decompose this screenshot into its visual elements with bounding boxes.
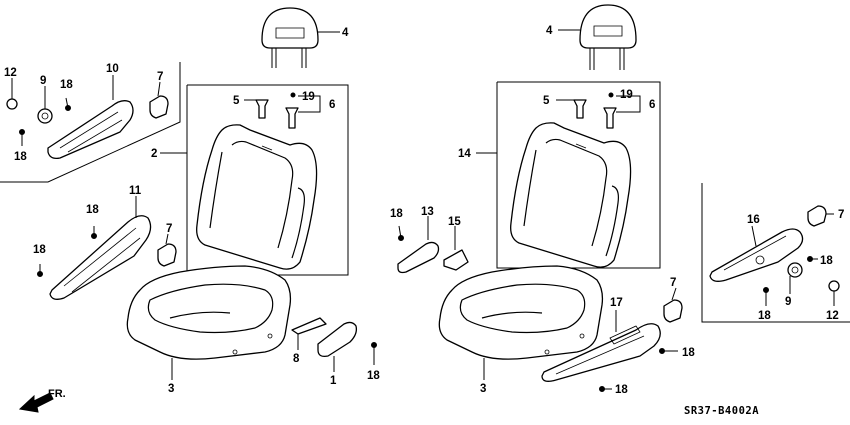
callout-19-left: 19	[302, 91, 315, 103]
seatback-right	[510, 122, 632, 268]
left-inset-frame	[0, 62, 181, 183]
right-seatback-frame	[496, 81, 661, 269]
callout-18-a: 18	[60, 79, 73, 91]
diagram-code: SR37-B4002A	[684, 405, 759, 417]
guide-19-right	[603, 92, 617, 129]
callout-15: 15	[448, 216, 461, 228]
callout-6-left: 6	[329, 99, 335, 111]
screw-18-d	[37, 264, 43, 277]
cushion-left	[126, 265, 292, 360]
guide-5-left	[255, 99, 269, 119]
callout-8: 8	[293, 353, 300, 365]
right-inset-frame	[701, 183, 850, 323]
lever-7-b	[157, 243, 177, 267]
guide-5-right	[573, 99, 587, 119]
cover-8	[291, 317, 327, 335]
callout-18-i: 18	[820, 255, 833, 267]
lever-7-c	[663, 299, 683, 323]
headrest-right	[579, 4, 637, 70]
lever-7-a	[149, 95, 169, 119]
callout-2: 2	[151, 148, 157, 160]
callout-19-right: 19	[620, 89, 633, 101]
callout-7-b: 7	[166, 223, 172, 235]
callout-9-right: 9	[785, 296, 791, 308]
callout-1: 1	[330, 375, 337, 387]
cap-12-right	[828, 280, 840, 292]
callout-18-h: 18	[615, 384, 628, 396]
knob-9-right	[787, 262, 803, 278]
callout-12-left: 12	[4, 67, 17, 79]
callout-11: 11	[129, 185, 142, 197]
front-direction-arrow: FR.	[18, 388, 66, 413]
callout-5-right: 5	[543, 95, 550, 107]
callout-18-g: 18	[682, 347, 695, 359]
callout-6-right: 6	[649, 99, 655, 111]
callout-13: 13	[421, 206, 434, 218]
cap-12-left	[6, 98, 18, 110]
screw-18-f	[371, 342, 377, 365]
screw-18-g	[659, 348, 678, 354]
bracket-15	[443, 249, 469, 271]
callout-18-d: 18	[33, 244, 46, 256]
callout-5-left: 5	[233, 95, 240, 107]
callout-18-j: 18	[758, 310, 771, 322]
lever-7-d	[807, 205, 827, 227]
callout-18-c: 18	[86, 204, 99, 216]
callout-3-left: 3	[168, 383, 174, 395]
screw-18-h	[599, 386, 612, 392]
recliner-cover-11	[49, 215, 152, 300]
callout-4-right: 4	[546, 25, 553, 37]
callout-10: 10	[106, 63, 119, 75]
screw-18-i	[807, 256, 818, 262]
callout-17: 17	[610, 297, 623, 309]
screw-18-c	[91, 226, 97, 239]
callout-16: 16	[747, 214, 760, 226]
recliner-cover-16	[709, 228, 804, 282]
callout-9-left: 9	[40, 75, 46, 87]
screw-18-a	[65, 97, 71, 111]
left-seatback-frame	[186, 84, 349, 276]
recliner-cover-10	[47, 100, 134, 160]
callout-12-right: 12	[826, 310, 839, 322]
leader-lines	[11, 29, 835, 380]
callout-14: 14	[458, 148, 471, 160]
callout-7-a: 7	[157, 71, 163, 83]
cover-1	[317, 321, 358, 358]
callout-18-e: 18	[390, 208, 403, 220]
callout-4-left: 4	[342, 27, 349, 39]
callout-7-c: 7	[670, 277, 676, 289]
screw-18-j	[763, 287, 769, 306]
callout-3-right: 3	[480, 383, 486, 395]
lever-13	[397, 241, 440, 274]
cushion-right	[438, 265, 604, 360]
side-cover-17	[541, 323, 661, 382]
headrest-left	[261, 7, 319, 68]
callout-18-b: 18	[14, 151, 27, 163]
knob-9-left	[37, 108, 53, 124]
seatback-left	[196, 124, 318, 270]
front-direction-label: FR.	[48, 388, 66, 400]
callout-18-f: 18	[367, 370, 380, 382]
callout-7-d: 7	[838, 209, 844, 221]
screw-18-e	[398, 225, 404, 241]
screw-18-b	[19, 129, 25, 146]
callout-labels: 4 4 5 5 19 19 6 6 2 14 12 9 18 10 7 18 1…	[4, 25, 844, 396]
guide-19-left	[285, 92, 299, 129]
